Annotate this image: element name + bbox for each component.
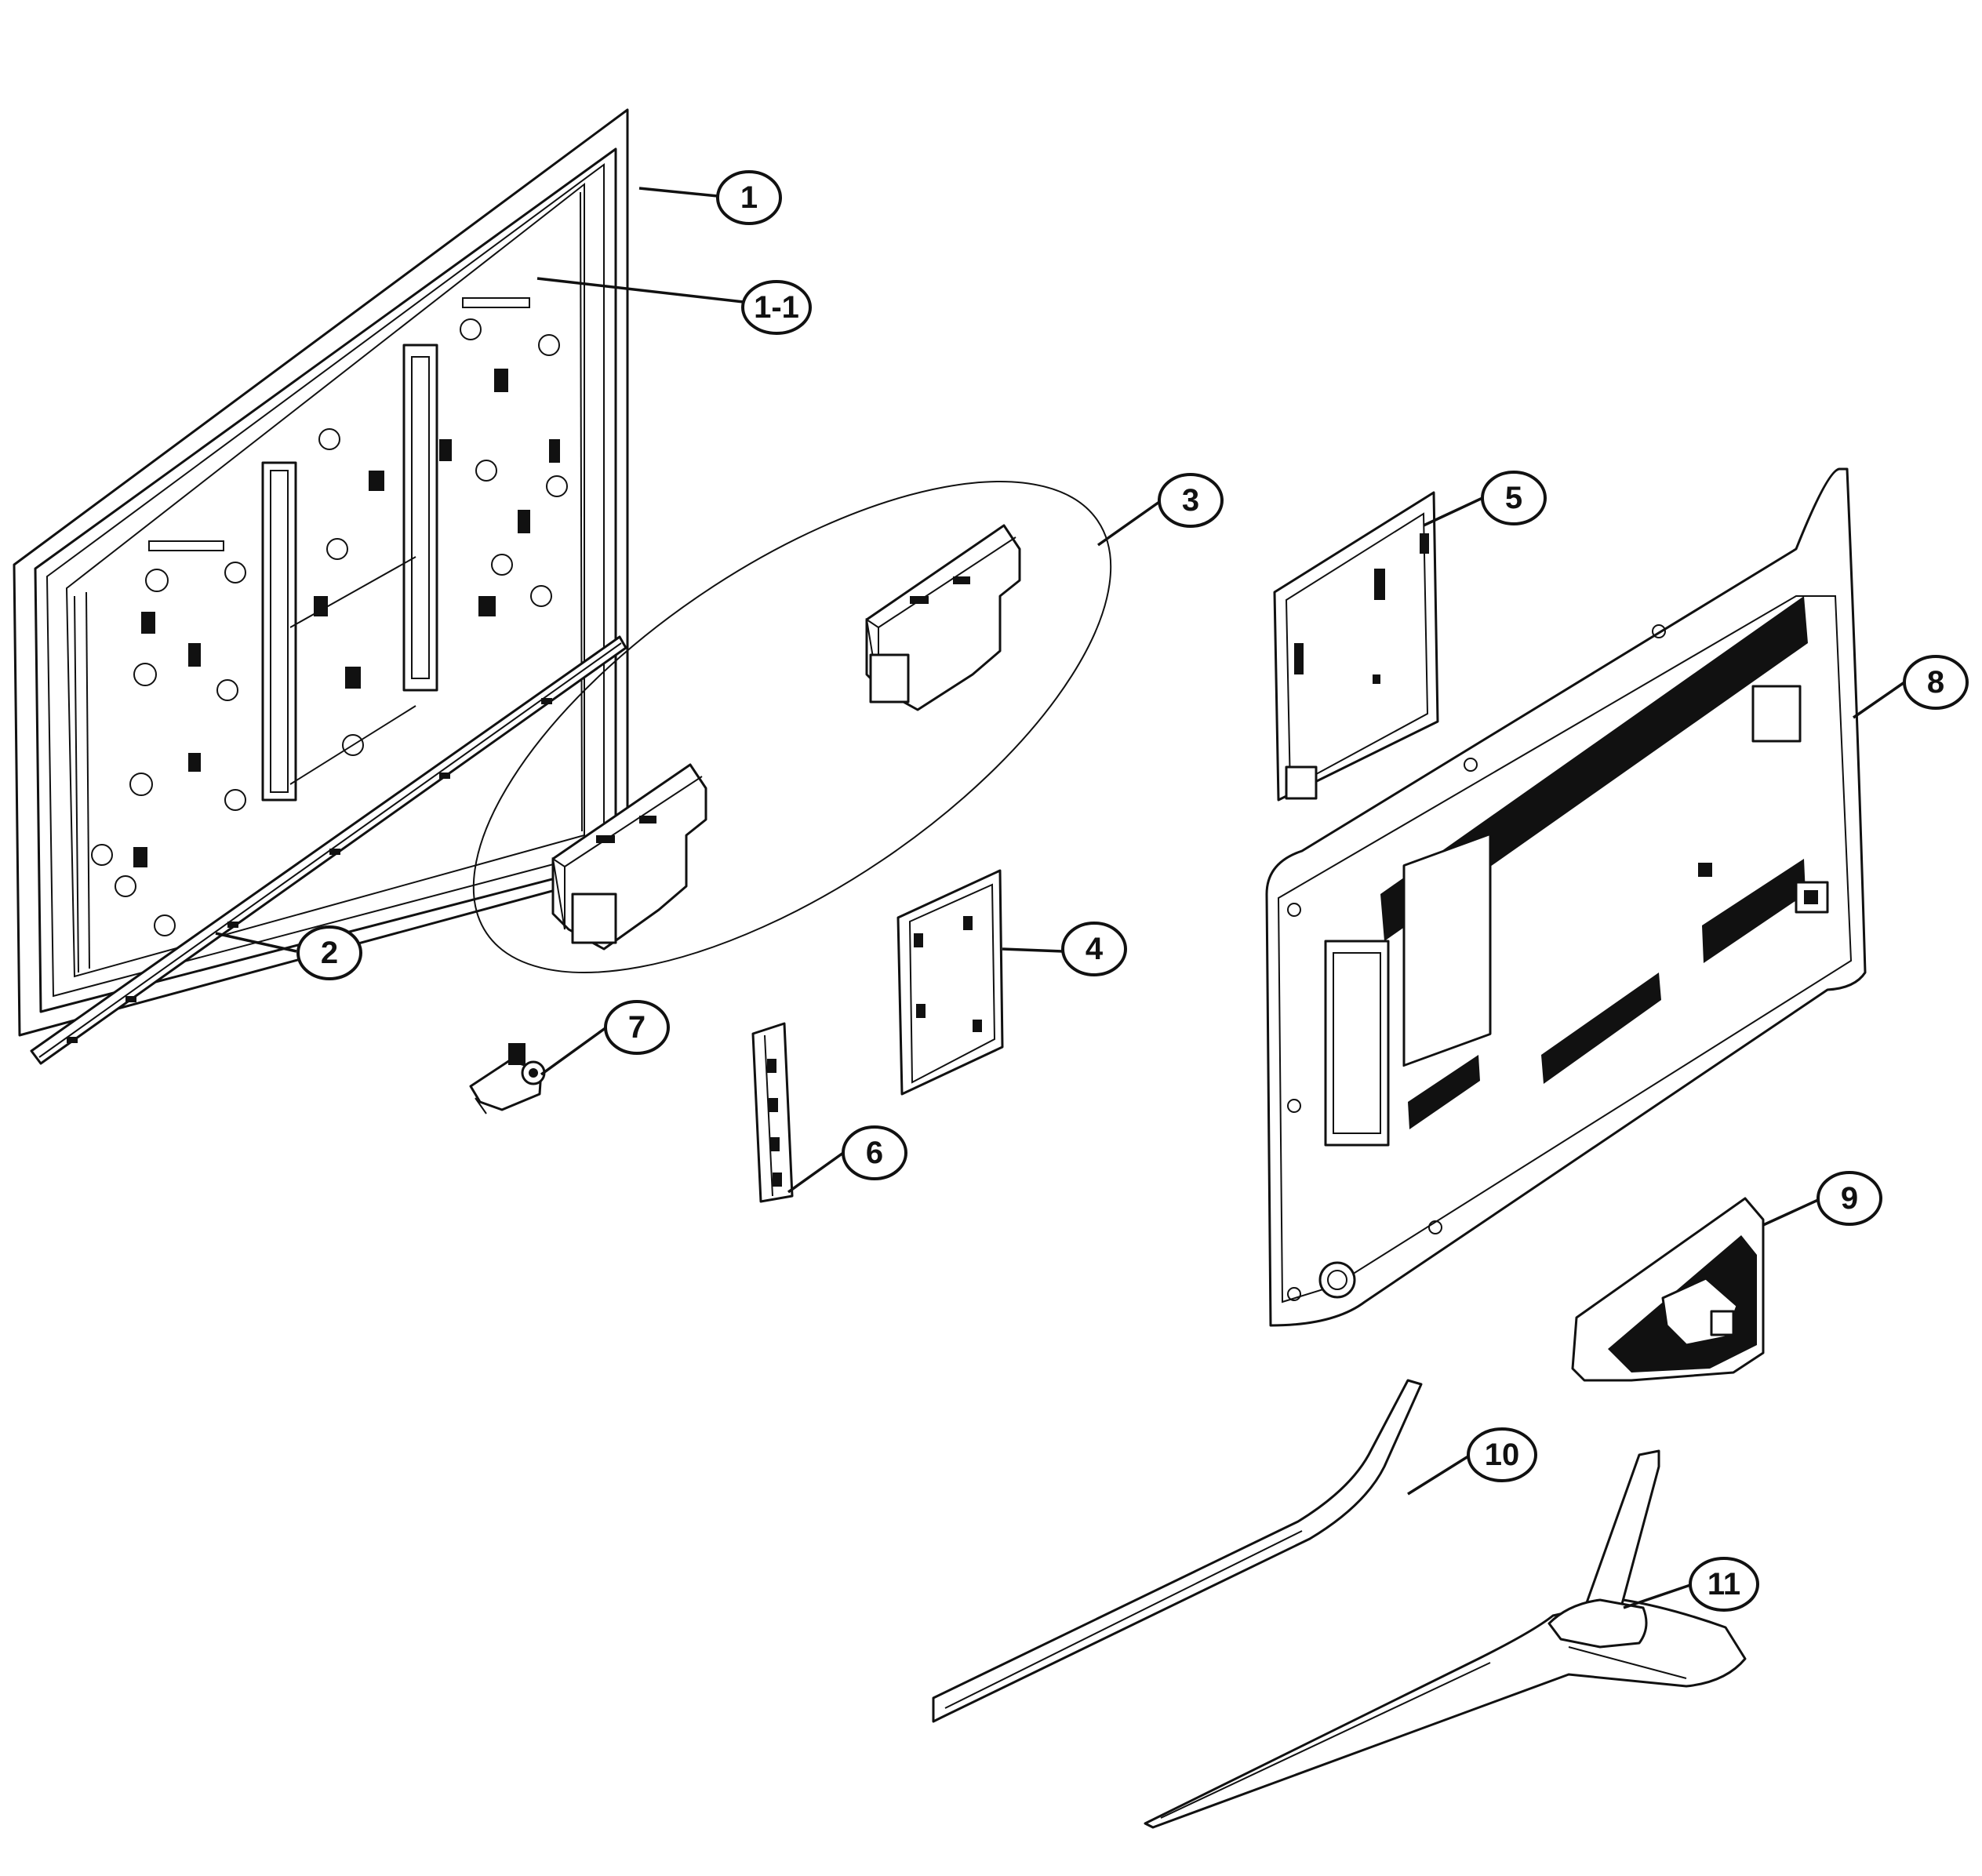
callout-2: 2 bbox=[296, 925, 362, 980]
callout-label-10: 10 bbox=[1485, 1438, 1520, 1472]
callout-label-2: 2 bbox=[321, 936, 338, 970]
callout-label-5: 5 bbox=[1505, 481, 1522, 515]
part-1-display-panel bbox=[13, 108, 629, 1037]
part-10-stand-leg bbox=[932, 1379, 1423, 1723]
callout-label-1-1: 1-1 bbox=[754, 290, 799, 325]
callout-label-1: 1 bbox=[740, 180, 758, 215]
part-3-speakers bbox=[472, 481, 1112, 973]
callout-6: 6 bbox=[842, 1125, 907, 1180]
callout-label-7: 7 bbox=[628, 1010, 646, 1045]
callout-label-9: 9 bbox=[1841, 1181, 1858, 1216]
callout-11: 11 bbox=[1689, 1557, 1759, 1612]
leader-lines bbox=[215, 187, 1905, 1609]
callout-1: 1 bbox=[716, 170, 782, 225]
callout-label-4: 4 bbox=[1086, 932, 1104, 966]
part-7-ir-module bbox=[469, 1043, 546, 1114]
callout-4: 4 bbox=[1061, 922, 1127, 976]
part-4-board bbox=[896, 869, 1004, 1096]
part-11-stand-base bbox=[1144, 1449, 1747, 1829]
callout-7: 7 bbox=[604, 1000, 670, 1055]
callout-label-3: 3 bbox=[1182, 483, 1199, 518]
part-9-stand-neck bbox=[1571, 1197, 1765, 1382]
part-2-bottom-bezel bbox=[30, 635, 627, 1065]
callout-label-8: 8 bbox=[1927, 665, 1944, 700]
callout-3: 3 bbox=[1158, 473, 1224, 528]
callout-5: 5 bbox=[1481, 471, 1547, 525]
callout-1-1: 1-1 bbox=[741, 280, 812, 335]
part-5-main-pcb bbox=[1273, 491, 1439, 802]
callout-8: 8 bbox=[1903, 655, 1969, 710]
part-6-button-bracket bbox=[751, 1022, 794, 1203]
callout-9: 9 bbox=[1817, 1171, 1882, 1226]
callout-label-11: 11 bbox=[1707, 1567, 1740, 1602]
callout-10: 10 bbox=[1467, 1427, 1537, 1482]
callout-label-6: 6 bbox=[866, 1136, 883, 1170]
part-8-rear-cover bbox=[1265, 467, 1867, 1327]
